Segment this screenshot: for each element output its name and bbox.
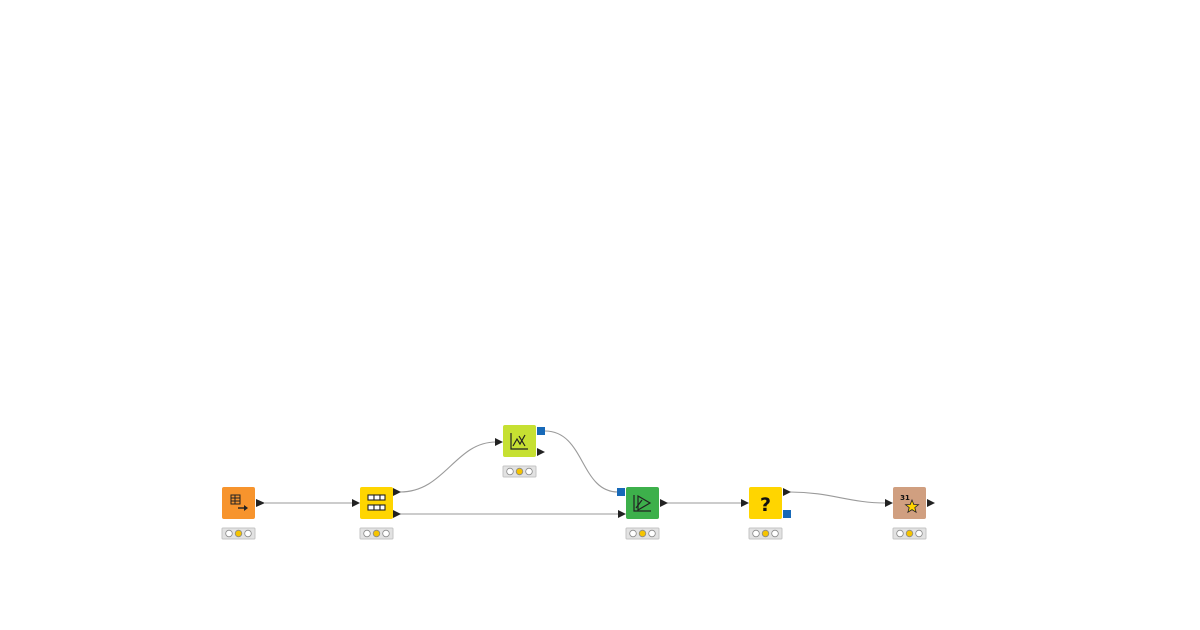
node-body[interactable] — [222, 487, 255, 519]
node-table-creator[interactable] — [221, 487, 265, 540]
node-scorer[interactable]: ? — [741, 487, 791, 540]
connection-partitioning-to-learner[interactable] — [399, 441, 497, 493]
node-body[interactable] — [503, 425, 536, 457]
predictor-icon — [633, 494, 652, 512]
question-mark-icon: ? — [760, 494, 771, 516]
output-port-bottom[interactable] — [393, 510, 401, 518]
input-port[interactable] — [352, 499, 360, 507]
model-input-port[interactable] — [617, 488, 625, 496]
svg-text:31: 31 — [900, 494, 910, 502]
output-port-top[interactable] — [393, 488, 401, 496]
input-port[interactable] — [885, 499, 893, 507]
input-port[interactable] — [741, 499, 749, 507]
output-port[interactable] — [927, 499, 935, 507]
node-status — [625, 527, 660, 540]
learner-chart-icon — [510, 433, 528, 450]
node-status — [359, 527, 394, 540]
input-port[interactable] — [495, 438, 503, 446]
output-port[interactable] — [256, 499, 265, 507]
node-status — [748, 527, 783, 540]
connection-learner-to-predictor[interactable] — [544, 430, 619, 493]
node-status — [221, 527, 256, 540]
partition-grid-icon — [367, 494, 386, 511]
calendar-star-icon: 31 — [900, 494, 920, 514]
output-port[interactable] — [537, 448, 545, 456]
node-status — [502, 465, 537, 478]
node-status — [892, 527, 927, 540]
node-body[interactable] — [893, 487, 926, 519]
model-output-port[interactable] — [537, 427, 545, 435]
node-learner[interactable] — [495, 425, 545, 478]
table-output-icon — [230, 494, 248, 511]
connection-scorer-to-date-time[interactable] — [789, 491, 886, 504]
node-predictor[interactable] — [617, 487, 668, 540]
output-port[interactable] — [660, 499, 668, 507]
node-body[interactable] — [626, 487, 659, 519]
connections — [265, 430, 886, 515]
node-body[interactable] — [749, 487, 782, 519]
node-partitioning[interactable] — [352, 487, 401, 540]
node-date-time[interactable]: 31 — [885, 487, 935, 540]
output-port[interactable] — [783, 488, 791, 496]
input-port[interactable] — [618, 510, 626, 518]
node-body[interactable] — [360, 487, 393, 519]
model-output-port[interactable] — [783, 510, 791, 518]
